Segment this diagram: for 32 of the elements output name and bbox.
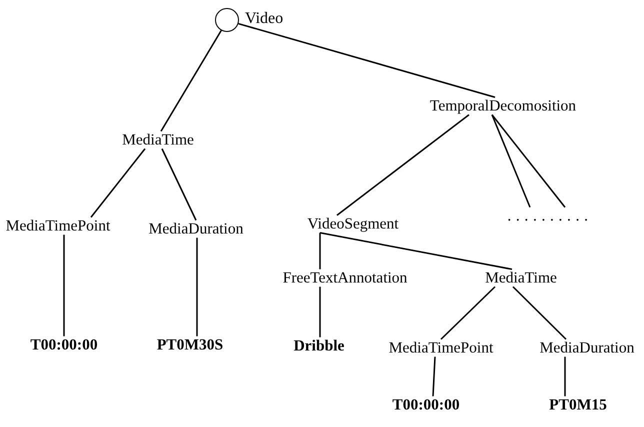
connector-line — [196, 238, 198, 336]
value-label: PT0M30S — [156, 336, 224, 354]
element-label: MediaTime — [122, 131, 194, 149]
connector-line — [90, 148, 146, 218]
connector-line — [432, 356, 436, 396]
element-label: MediaTimePoint — [388, 339, 494, 357]
connector-line — [491, 114, 531, 208]
connector-line — [440, 286, 496, 340]
connector-line — [238, 22, 496, 98]
connector-line — [63, 234, 65, 336]
element-label: MediaTimePoint — [6, 217, 110, 235]
element-label: TemporalDecomosition — [430, 97, 576, 115]
node-label: Video — [245, 11, 284, 27]
connector-line — [564, 356, 566, 396]
element-label: .......... — [507, 207, 593, 225]
value-label: Dribble — [294, 337, 344, 355]
element-label: FreeTextAnnotation — [282, 269, 408, 287]
connector-line — [512, 286, 567, 340]
value-label: T00:00:00 — [30, 336, 98, 354]
value-label: PT0M15 — [549, 396, 607, 414]
connector-line — [161, 148, 197, 221]
element-label: MediaTime — [485, 269, 557, 287]
connector-line — [320, 232, 512, 270]
connector-line — [160, 30, 222, 132]
value-label: T00:00:00 — [392, 396, 460, 414]
connector-line — [319, 286, 321, 338]
element-label: VideoSegment — [307, 215, 399, 233]
connector-line — [336, 114, 470, 216]
element-label: MediaDuration — [540, 339, 634, 357]
connector-line — [319, 232, 321, 270]
connector-line — [491, 114, 566, 208]
element-label: MediaDuration — [148, 220, 244, 238]
